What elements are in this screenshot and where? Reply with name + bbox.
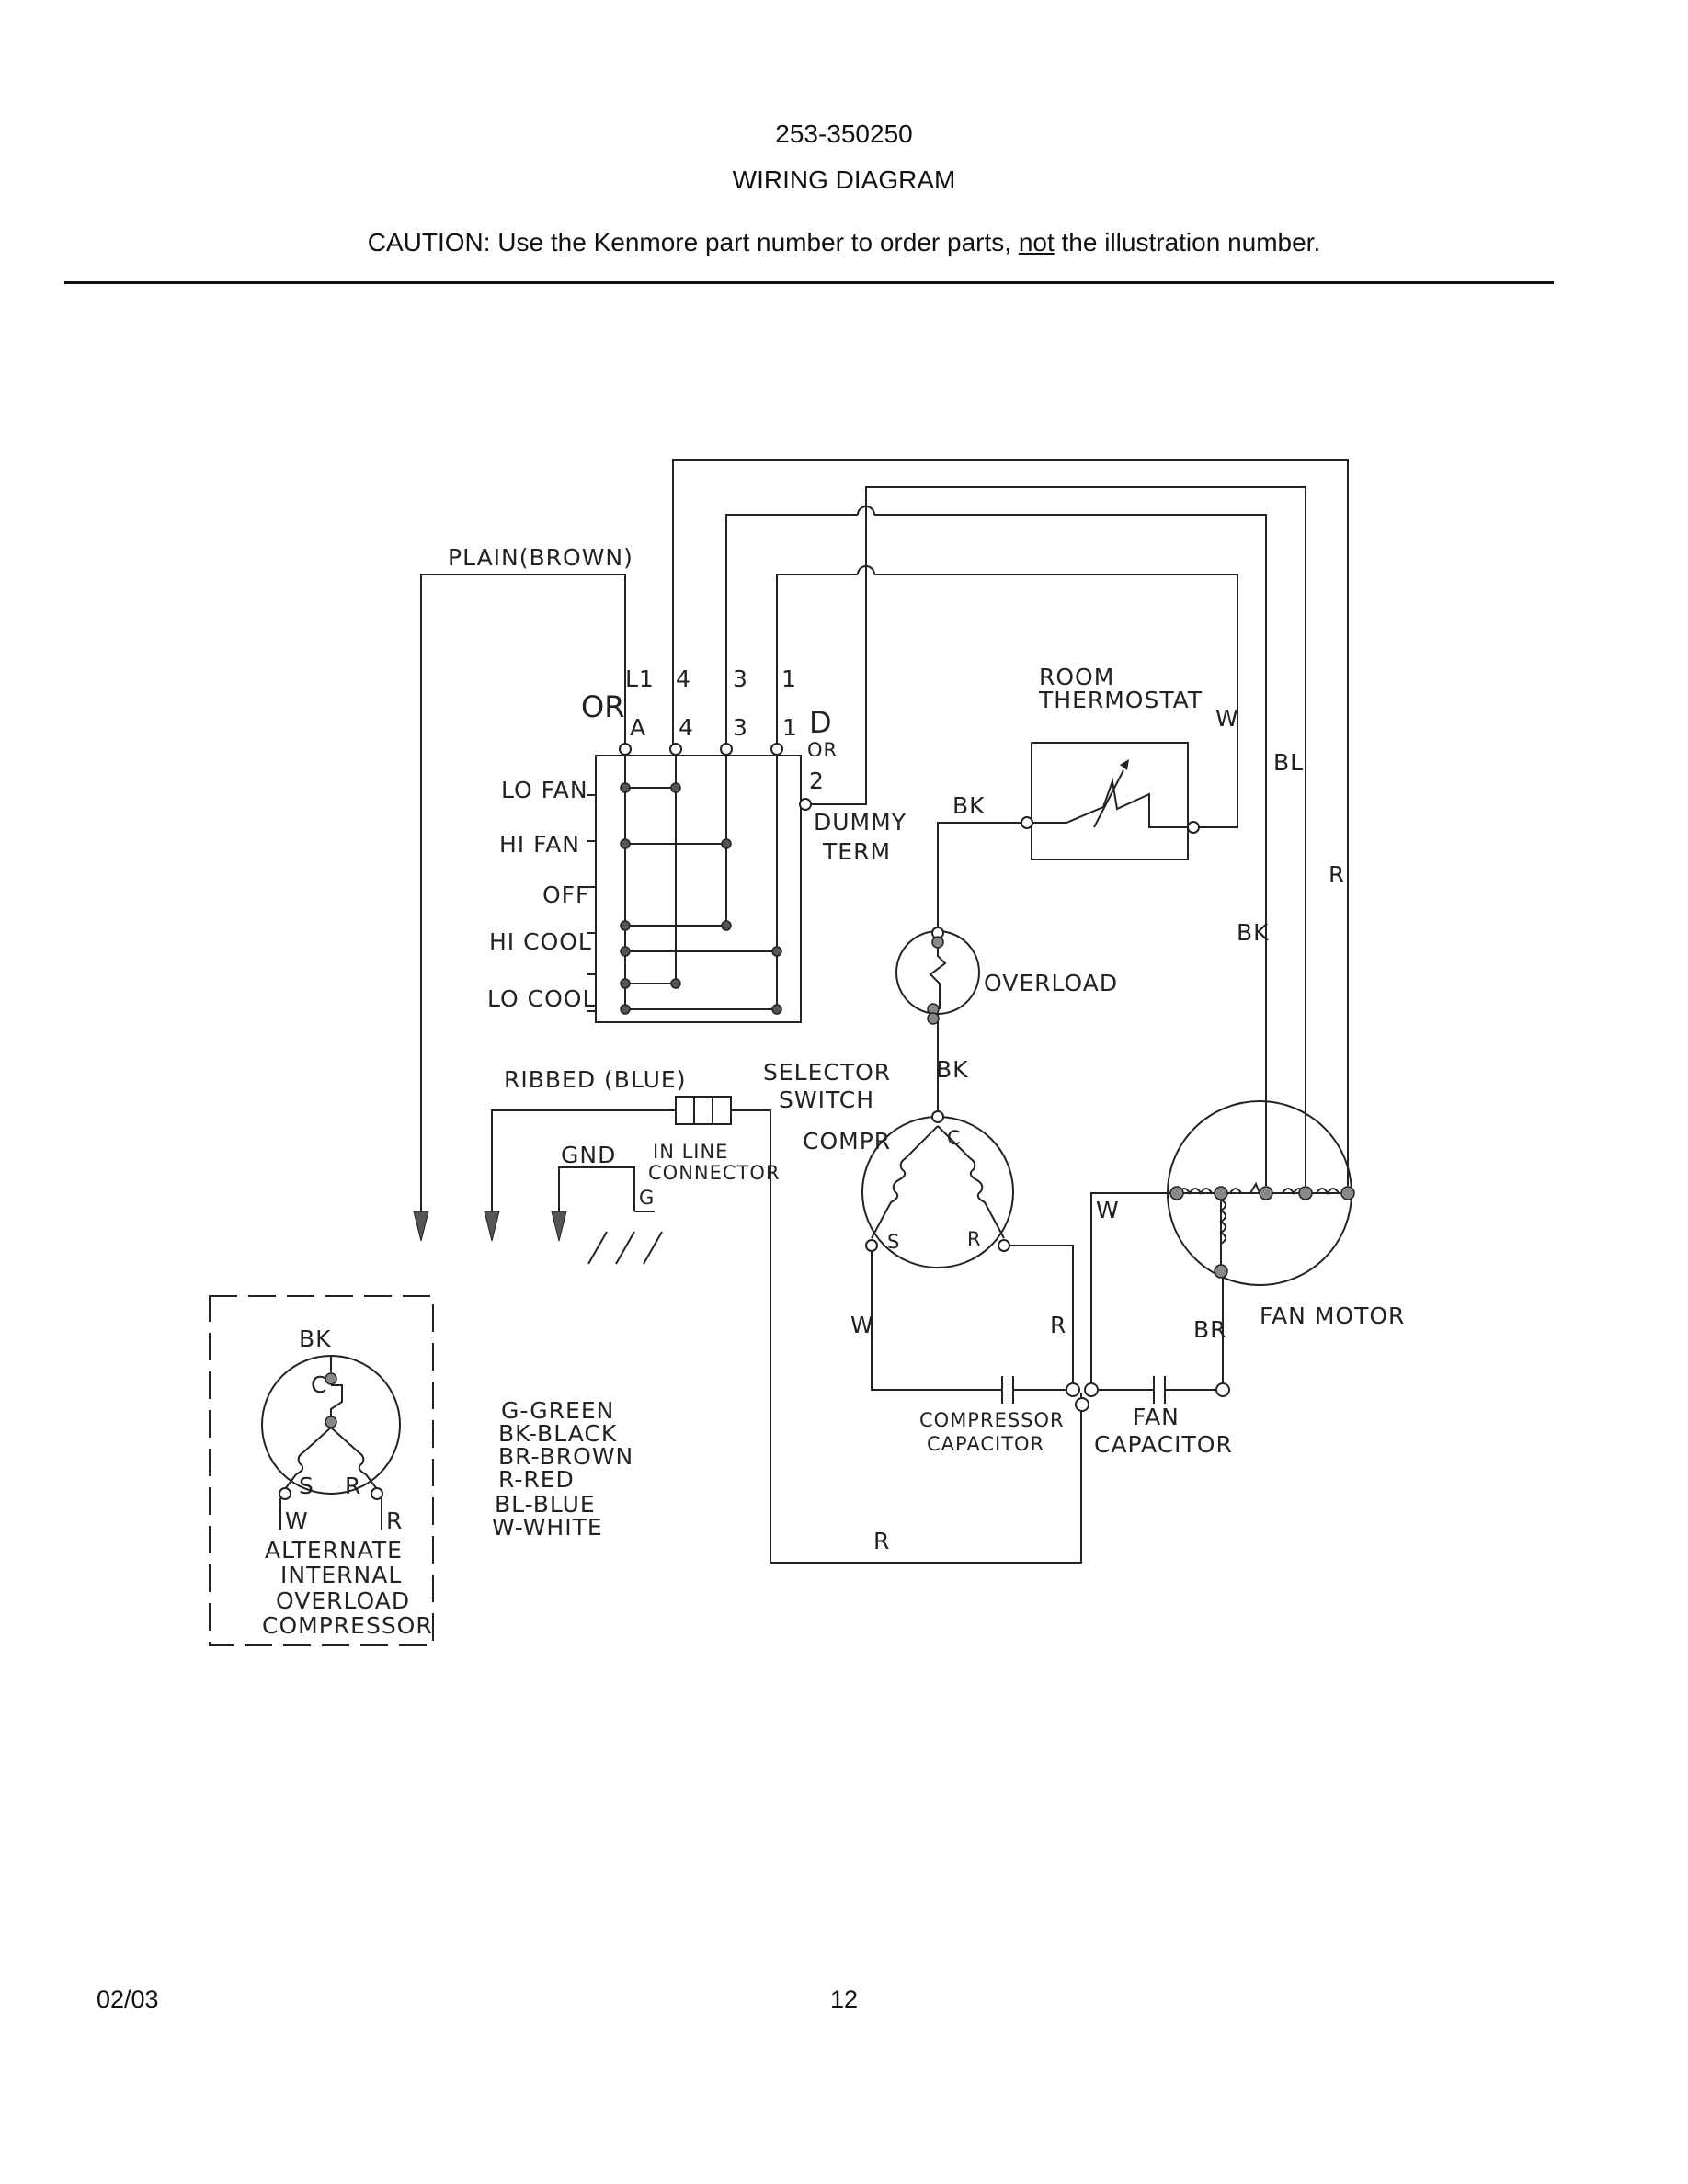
label-selector: SELECTOR (763, 1059, 891, 1086)
label-lo-fan: LO FAN (501, 777, 588, 803)
label-br-fan: BR (1193, 1316, 1227, 1343)
label-room: ROOM (1039, 664, 1114, 690)
alternate-compressor (209, 1295, 434, 1646)
footer-date: 02/03 (97, 1985, 159, 2013)
label-term-l1: L1 (625, 665, 655, 692)
label-term-3: 3 (733, 714, 748, 741)
legend-item: BR-BROWN (498, 1443, 633, 1470)
label-lo-cool: LO COOL (487, 985, 596, 1012)
label-w-fan: W (1096, 1197, 1120, 1223)
label-alt-s: S (299, 1473, 314, 1499)
label-term: TERM (822, 838, 891, 865)
label-g: G (639, 1187, 655, 1209)
label-compr: COMPR (803, 1128, 891, 1155)
label-term-2: 2 (809, 768, 825, 794)
label-bl: BL (1273, 749, 1304, 776)
label-r-right: R (1329, 861, 1345, 888)
label-overload: OVERLOAD (984, 970, 1118, 996)
label-off: OFF (542, 882, 589, 908)
diagram-labels: PLAIN(BROWN) OR L1 4 3 1 A 4 3 1 D OR 2 … (262, 544, 1405, 1639)
label-c: C (947, 1127, 962, 1149)
part-number: 253-350250 (775, 119, 913, 148)
label-fan-motor: FAN MOTOR (1260, 1302, 1405, 1329)
label-alt-r2: R (386, 1507, 403, 1534)
caution-emphasis: not (1018, 228, 1055, 256)
overload (895, 927, 980, 1025)
label-alternate: ALTERNATE (265, 1537, 403, 1564)
label-ribbed-blue: RIBBED (BLUE) (504, 1066, 686, 1093)
legend-item: BL-BLUE (495, 1491, 596, 1518)
label-alt-c: C (311, 1371, 327, 1398)
label-bk-thermo: BK (952, 792, 986, 819)
label-in-line: IN LINE (653, 1141, 728, 1163)
label-r: R (967, 1228, 982, 1250)
selector-switch (587, 743, 812, 1023)
label-internal: INTERNAL (280, 1562, 402, 1588)
label-w-compr: W (850, 1312, 874, 1338)
label-s: S (887, 1231, 900, 1253)
label-thermostat: THERMOSTAT (1038, 687, 1203, 713)
label-term-1: 1 (782, 714, 798, 741)
page-number: 12 (829, 1985, 859, 2013)
label-capacitor: CAPACITOR (927, 1433, 1044, 1455)
capacitor-node (1066, 1382, 1230, 1412)
label-hi-fan: HI FAN (499, 831, 580, 858)
caution-prefix: CAUTION: Use the Kenmore part number to … (367, 228, 1019, 256)
label-r-bottom: R (873, 1528, 890, 1554)
compressor (861, 1110, 1014, 1268)
label-overload-alt: OVERLOAD (276, 1587, 410, 1614)
label-bk-compr: BK (936, 1056, 969, 1083)
label-alt-w: W (285, 1507, 309, 1534)
label-or-small: OR (807, 739, 838, 761)
label-w-thermo: W (1215, 705, 1239, 732)
inline-connector (675, 1096, 732, 1125)
label-switch: SWITCH (779, 1086, 874, 1113)
page-title: WIRING DIAGRAM (732, 165, 956, 194)
label-hi-cool: HI COOL (489, 928, 592, 955)
caution-suffix: the illustration number. (1054, 228, 1321, 256)
label-plain-brown: PLAIN(BROWN) (448, 544, 633, 571)
label-dummy: DUMMY (814, 809, 907, 836)
color-legend: G-GREEN BK-BLACK BR-BROWN R-RED BL-BLUE … (492, 1397, 633, 1541)
label-alt-r: R (345, 1473, 361, 1499)
label-compressor: COMPRESSOR (919, 1409, 1065, 1431)
label-alt-bk: BK (299, 1325, 332, 1352)
fan-motor (1167, 1100, 1355, 1286)
label-term-4: 4 (679, 714, 694, 741)
label-term-a: A (630, 714, 646, 741)
label-gnd: GND (561, 1142, 616, 1168)
label-fan-capacitor: CAPACITOR (1094, 1431, 1233, 1458)
header-rule (64, 281, 1554, 284)
label-compressor-alt: COMPRESSOR (262, 1612, 433, 1639)
label-bk-right: BK (1237, 919, 1270, 946)
legend-item: W-WHITE (492, 1514, 603, 1541)
caution-note: CAUTION: Use the Kenmore part number to … (0, 228, 1688, 257)
label-term-d: D (809, 705, 832, 740)
label-fan: FAN (1133, 1404, 1180, 1430)
legend-item: R-RED (498, 1466, 575, 1493)
label-or-left: OR (581, 689, 624, 724)
label-r-compr: R (1050, 1312, 1066, 1338)
label-term-4-top: 4 (676, 665, 691, 692)
label-term-3-top: 3 (733, 665, 748, 692)
label-term-1-top: 1 (781, 665, 797, 692)
room-thermostat (1021, 742, 1200, 860)
label-connector: CONNECTOR (648, 1162, 781, 1184)
legend-item: G-GREEN (501, 1397, 614, 1424)
legend-item: BK-BLACK (498, 1420, 617, 1447)
wires (413, 459, 1349, 1564)
